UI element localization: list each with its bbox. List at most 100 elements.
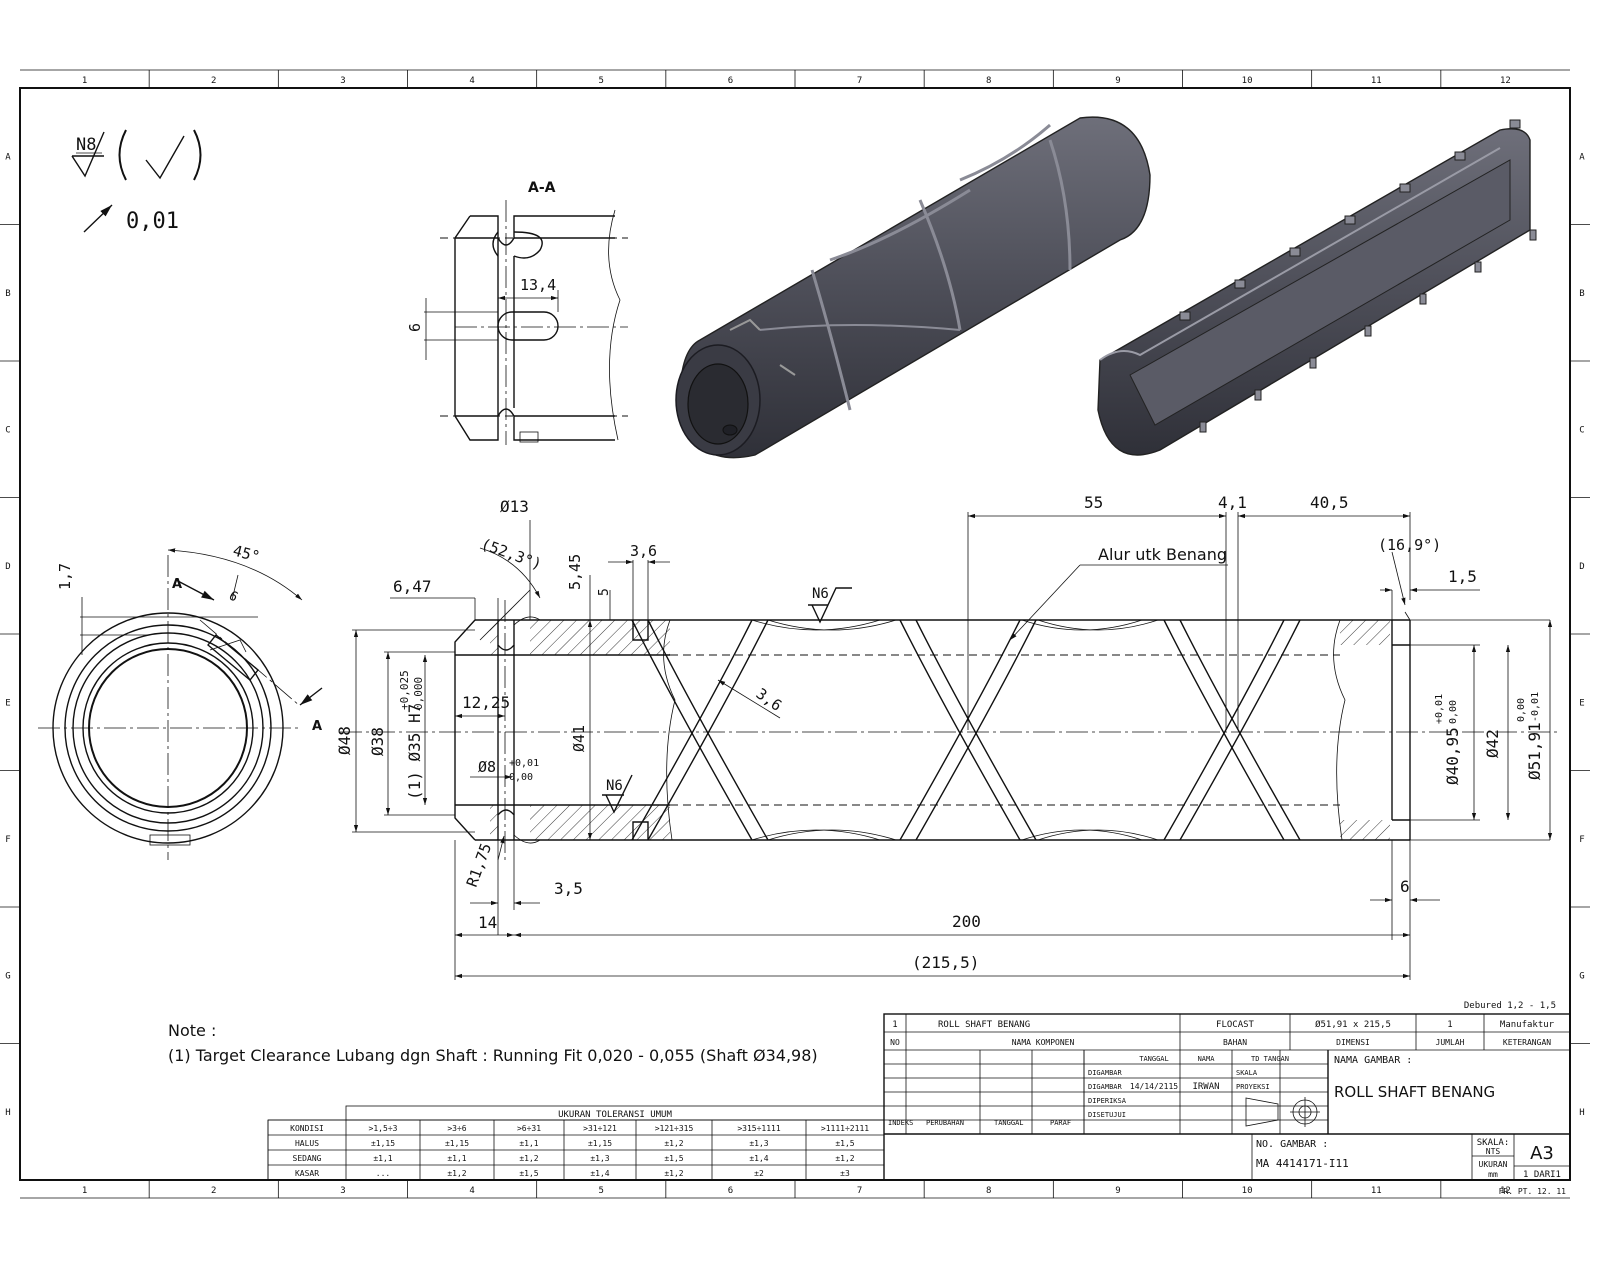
tolerance-cell: ±1,1: [519, 1139, 538, 1148]
dim-angle-52-3: (52,3°): [479, 535, 545, 574]
title-block: Debured 1,2 - 1,5 1 ROLL SHAFT BENANG FL…: [883, 1001, 1571, 1181]
tolerance-cell: ±1,3: [590, 1154, 609, 1163]
tolerance-header-cell: >3÷6: [447, 1124, 466, 1133]
dim-dia-42: Ø42: [1483, 729, 1502, 758]
note-thread-groove: Alur utk Benang: [1098, 545, 1227, 564]
footer-form-code: FR. PT. 12. 11: [1499, 1187, 1567, 1196]
tolerance-table: UKURAN TOLERANSI UMUM KONDISI >1,5÷3 >3÷6 >…: [267, 1105, 885, 1181]
dim-4-1: 4,1: [1218, 493, 1247, 512]
sheet-number: 1 DARI1: [1523, 1170, 1561, 1180]
tolerance-header-cell: >6÷31: [517, 1124, 541, 1133]
row-label-right: F: [1579, 835, 1584, 845]
tolerance-cell: SEDANG: [293, 1154, 322, 1163]
row-drawn-2: DIGAMBAR: [1088, 1083, 1123, 1091]
tolerance-cell: ±1,15: [588, 1139, 612, 1148]
column-label-bottom: 5: [599, 1186, 604, 1196]
tolerance-cell: ±1,4: [749, 1154, 768, 1163]
note-line-1: (1) Target Clearance Lubang dgn Shaft : …: [168, 1046, 818, 1065]
rev-initial: PARAF: [1050, 1119, 1071, 1127]
rev-date: TANGGAL: [994, 1119, 1024, 1127]
tolerance-cell: ±1,15: [371, 1139, 395, 1148]
cut-label-top: A: [172, 577, 182, 592]
dim-dia-40-95: Ø40,95: [1443, 727, 1462, 785]
tolerance-cell: KASAR: [295, 1169, 319, 1178]
tolerance-cell: HALUS: [295, 1139, 319, 1148]
roughness-label: N8: [76, 135, 96, 155]
dim-6-47: 6,47: [393, 577, 432, 596]
row-label-left: H: [5, 1108, 10, 1118]
column-label-bottom: 6: [728, 1186, 733, 1196]
tolerance-cell: ±1,2: [519, 1154, 538, 1163]
row-label-right: D: [1579, 562, 1584, 572]
sheet-size: A3: [1530, 1143, 1554, 1164]
dim-dia-51-91-tol-up: 0,00: [1516, 698, 1527, 722]
tolerance-header-cell: >31÷121: [583, 1124, 617, 1133]
flatness-value: 0,01: [126, 209, 179, 234]
tolerance-cell: ±3: [840, 1169, 850, 1178]
tolerance-cell: ±1,1: [447, 1154, 466, 1163]
column-label-bottom: 9: [1115, 1186, 1120, 1196]
tolerance-header-cell: >1,5÷3: [369, 1124, 398, 1133]
scale-label: SKALA:: [1477, 1138, 1510, 1148]
column-label-top: 8: [986, 76, 991, 86]
dim-dia-41: Ø41: [570, 725, 588, 752]
dim-6-endview: 6: [226, 588, 240, 605]
header-no: NO: [890, 1038, 900, 1047]
column-label-top: 10: [1242, 76, 1253, 86]
dim-r-1-75: R1,75: [463, 841, 495, 890]
column-label-bottom: 11: [1371, 1186, 1382, 1196]
part-qty: 1: [1447, 1020, 1452, 1030]
header-date: TANGGAL: [1139, 1055, 1169, 1063]
column-label-bottom: 7: [857, 1186, 862, 1196]
header-material: BAHAN: [1223, 1038, 1247, 1047]
column-label-top: 11: [1371, 76, 1382, 86]
dim-3-6-top: 3,6: [630, 542, 657, 560]
dim-slot-width: 6: [406, 323, 424, 332]
dim-dia-51-91: Ø51,91: [1525, 722, 1544, 780]
section-view-aa: A-A 13,4 6: [406, 180, 628, 445]
part-material: FLOCAST: [1216, 1020, 1255, 1030]
row-checked: DIPERIKSA: [1088, 1097, 1127, 1105]
column-label-bottom: 1: [82, 1186, 87, 1196]
part-dimension: Ø51,91 x 215,5: [1315, 1019, 1391, 1030]
tolerance-cell: ±1,2: [664, 1169, 683, 1178]
row-label-right: H: [1579, 1108, 1584, 1118]
rev-change: PERUBAHAN: [926, 1119, 964, 1127]
tolerance-caption: UKURAN TOLERANSI UMUM: [558, 1110, 672, 1120]
dim-40-5: 40,5: [1310, 493, 1349, 512]
header-dimension: DIMENSI: [1336, 1038, 1370, 1047]
row-label-right: A: [1579, 152, 1585, 162]
tolerance-cell: ±1,2: [664, 1139, 683, 1148]
tolerance-header-cell: KONDISI: [290, 1124, 324, 1133]
isometric-view-halfsection: [1097, 119, 1537, 456]
tolerance-cell: ±1,2: [835, 1154, 854, 1163]
note-block: Note : (1) Target Clearance Lubang dgn S…: [168, 1021, 818, 1065]
row-label-right: C: [1579, 425, 1584, 435]
header-scale: SKALA: [1236, 1069, 1258, 1077]
tolerance-cell: ±1,5: [519, 1169, 538, 1178]
drawn-name: IRWAN: [1192, 1082, 1219, 1092]
tolerance-cell: ±1,1: [373, 1154, 392, 1163]
column-label-bottom: 2: [211, 1186, 216, 1196]
dim-12-25: 12,25: [462, 693, 510, 712]
projection-symbol: [1245, 1097, 1320, 1127]
dim-bore-35: (1) Ø35 H7: [405, 704, 424, 800]
column-label-top: 3: [340, 76, 345, 86]
dwg-no: MA 4414171-I11: [1256, 1157, 1349, 1170]
column-label-top: 9: [1115, 76, 1120, 86]
note-title: Note :: [168, 1021, 216, 1040]
header-name: NAMA KOMPONEN: [1012, 1038, 1075, 1047]
end-view: 1,7 45° A 6 A: [38, 541, 323, 860]
section-label: A-A: [528, 180, 556, 196]
tolerance-header-cell: >121÷315: [655, 1124, 694, 1133]
dim-215-5: (215,5): [912, 953, 979, 972]
main-view: Ø48 Ø38 (1) Ø35 H7 +0,025 0,000 12,25 Ø8…: [335, 493, 1560, 980]
column-label-bottom: 10: [1242, 1186, 1253, 1196]
dim-slot-length: 13,4: [520, 276, 556, 294]
tolerance-cell: ±1,5: [835, 1139, 854, 1148]
dim-hole-8-tol-lo: 0,00: [509, 772, 533, 783]
dim-dia-48: Ø48: [335, 726, 354, 755]
